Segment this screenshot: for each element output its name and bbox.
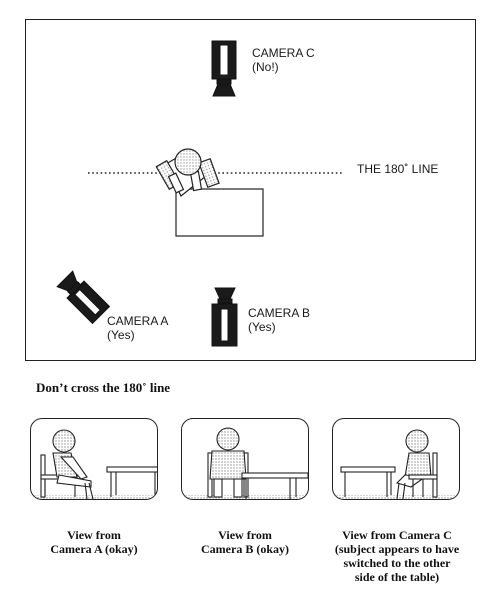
view-a-panel [30, 418, 158, 500]
camera-c-name: CAMERA C [252, 46, 315, 60]
view-a-caption-line1: View from [67, 528, 121, 542]
view-b-caption-line2: Camera B (okay) [201, 542, 289, 556]
line-180-label: THE 180˚ LINE [357, 162, 439, 176]
view-c-panel [332, 418, 460, 500]
view-b-caption-line1: View from [218, 528, 272, 542]
camera-c-verdict: (No!) [252, 60, 279, 74]
camera-a-icon [56, 270, 111, 325]
view-c-caption: View from Camera C (subject appears to h… [322, 528, 472, 584]
camera-b-verdict: (Yes) [248, 320, 276, 334]
subject-top-view [155, 148, 220, 197]
diagram-caption: Don’t cross the 180˚ line [36, 380, 171, 395]
view-a-caption-line2: Camera A (okay) [50, 542, 138, 556]
view-b-caption: View from Camera B (okay) [181, 528, 309, 556]
camera-b-name: CAMERA B [248, 306, 311, 320]
view-c-caption-line2: (subject appears to have [334, 542, 460, 556]
camera-c-label: CAMERA C (No!) [252, 46, 315, 74]
view-c-caption-line3: switched to the other [343, 556, 451, 570]
camera-c-icon [211, 40, 237, 97]
camera-b-label: CAMERA B (Yes) [248, 306, 310, 334]
camera-a-label: CAMERA A (Yes) [107, 314, 168, 342]
camera-b-icon [211, 287, 238, 347]
view-a-caption: View from Camera A (okay) [30, 528, 158, 556]
view-b-panel [181, 418, 309, 500]
view-c-caption-line1: View from Camera C [342, 528, 452, 542]
overhead-diagram-frame [25, 19, 476, 361]
camera-a-verdict: (Yes) [107, 328, 135, 342]
view-c-caption-line4: side of the table) [354, 570, 440, 584]
table-top-view [175, 188, 264, 237]
camera-a-name: CAMERA A [107, 314, 169, 328]
